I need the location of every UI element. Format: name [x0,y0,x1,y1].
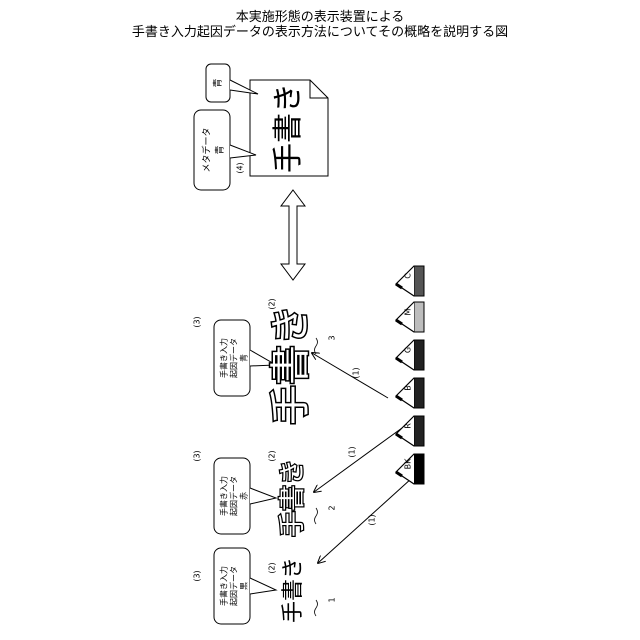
pen-tip [396,302,414,332]
sample-handwriting: 手書き [281,557,306,623]
arrow-to-sample-3 [312,353,388,398]
sample-blue: 手書き入力起因データ青(3)(2)手書き3 [193,298,337,425]
ref-number-4: (4) [236,162,245,173]
pen-body [414,416,424,446]
sample-leader-line [315,338,318,354]
arrow-label-1c: (1) [368,514,377,525]
title-line-1: 本実施形態の表示装置による [236,9,405,25]
pen-label: G [404,347,413,353]
pen-m: M [396,302,424,332]
sample-label-line1: 手書き入力 [219,476,229,516]
sample-label-line2: 起因データ [229,338,239,378]
pen-label: C [404,273,413,279]
sample-color-word: 黒 [240,582,249,590]
arrow-to-sample-1 [318,478,412,563]
pen-label: BK [404,458,413,469]
callout-color-text: 青 [212,78,224,87]
sample-ref-line: 2 [328,505,337,510]
sample-ref-line: 1 [328,597,337,602]
sample-ref-line: 3 [328,335,337,340]
pen-body [414,340,424,370]
sample-ref-text: (2) [268,562,277,573]
document-group: 手書き [250,80,328,176]
sample-callout-pointer [250,578,276,594]
callout-metadata-label: メタデータ [201,127,213,172]
sample-callout-pointer [250,488,276,504]
pen-label: M [404,308,413,315]
sample-ref-box: (3) [193,316,202,327]
document-handwriting: 手書き [271,83,306,173]
pen-tip [396,378,414,408]
callout-metadata: メタデータ 青 [194,110,256,190]
sample-ref-box: (3) [193,570,202,581]
sample-label-line1: 手書き入力 [219,566,229,606]
title-line-2: 手書き入力起因データの表示方法についてその概略を説明する図 [132,24,508,40]
pens-group: BK R B G M C [396,266,424,484]
pen-label: B [404,385,413,391]
arrow-label-1a: (1) [352,367,361,378]
sample-label-line2: 起因データ [229,566,239,606]
pen-r: R [396,416,424,446]
sample-leader-line [315,508,318,524]
arrow-label-1b: (1) [348,446,357,457]
arrow-to-sample-2 [314,428,402,492]
pen-tip [396,340,414,370]
pen-body [414,302,424,332]
sample-label-line1: 手書き入力 [219,338,229,378]
callout-metadata-value: 青 [214,145,226,154]
sample-red: 手書き入力起因データ赤 (3) (2)手書き 2 [193,450,337,537]
pen-c: C [396,266,424,296]
pen-b: B [396,378,424,408]
sample-color-word: 赤 [240,492,249,500]
pen-body [414,454,424,484]
pen-label: R [404,423,413,429]
pen-g: G [396,340,424,370]
sample-black: 手書き入力起因データ黒 (3) (2) 手書き 1 [193,548,337,624]
pen-body [414,266,424,296]
pen-tip [396,416,414,446]
sample-handwriting: 手書き [278,459,308,537]
sample-label-line2: 起因データ [229,476,239,516]
samples-group: 手書き入力起因データ黒(3)(2)手書き1手書き入力起因データ赤(3)(2)手書… [193,298,337,624]
sample-leader-line [315,600,318,616]
pen-bk: BK [396,454,424,484]
sample-ref-text: (2) [268,450,277,461]
double-arrow [281,190,305,280]
pen-tip [396,266,414,296]
sample-ref-box: (3) [193,450,202,461]
pen-body [414,378,424,408]
sample-handwriting: 手書き [268,305,314,425]
sample-color-word: 青 [239,354,249,362]
